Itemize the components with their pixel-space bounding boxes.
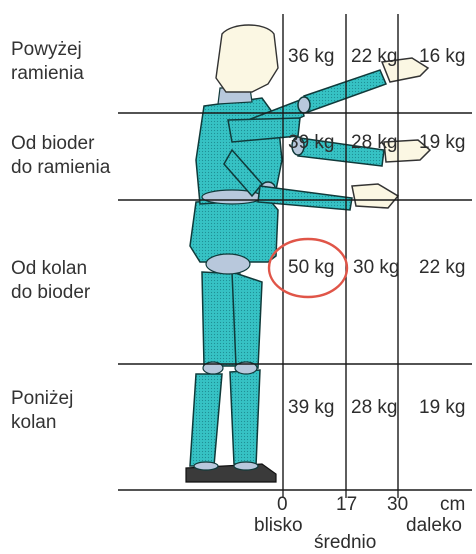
zone-label-line: Od kolan (11, 257, 90, 281)
pelvis (190, 198, 278, 262)
axis-tick-30: 30 (387, 494, 408, 516)
zone-label-knee-to-hip: Od kolan do bioder (11, 257, 90, 305)
zone-label-line: do ramienia (11, 156, 110, 180)
hip-joint (206, 254, 250, 274)
axis-tick-17: 17 (336, 494, 357, 516)
axis-unit: cm (440, 494, 465, 516)
weight-knee-near: 50 kg (288, 257, 334, 279)
weight-above-far: 16 kg (419, 46, 465, 68)
zone-label-line: do bioder (11, 281, 90, 305)
weight-below-far: 19 kg (419, 397, 465, 419)
zone-label-line: kolan (11, 411, 73, 435)
zone-label-line: Od bioder (11, 132, 110, 156)
weight-hip-mid: 28 kg (351, 132, 397, 154)
zone-label-below-knee: Poniżej kolan (11, 387, 73, 435)
zone-label-line: Poniżej (11, 387, 73, 411)
zone-label-above-shoulder: Powyżej ramienia (11, 38, 84, 86)
weight-below-mid: 28 kg (351, 397, 397, 419)
weight-above-mid: 22 kg (351, 46, 397, 68)
weight-hip-far: 19 kg (419, 132, 465, 154)
distance-label-near: blisko (254, 515, 303, 537)
zone-label-hip-to-shoulder: Od bioder do ramienia (11, 132, 110, 180)
weight-hip-near: 39 kg (288, 132, 334, 154)
head (216, 25, 278, 92)
weight-above-near: 36 kg (288, 46, 334, 68)
distance-label-mid: średnio (314, 532, 376, 554)
zone-label-line: ramienia (11, 62, 84, 86)
weight-below-near: 39 kg (288, 397, 334, 419)
weight-knee-far: 22 kg (419, 257, 465, 279)
axis-tick-0: 0 (277, 494, 288, 516)
zone-label-line: Powyżej (11, 38, 84, 62)
weight-knee-mid: 30 kg (353, 257, 399, 279)
distance-label-far: daleko (406, 515, 462, 537)
